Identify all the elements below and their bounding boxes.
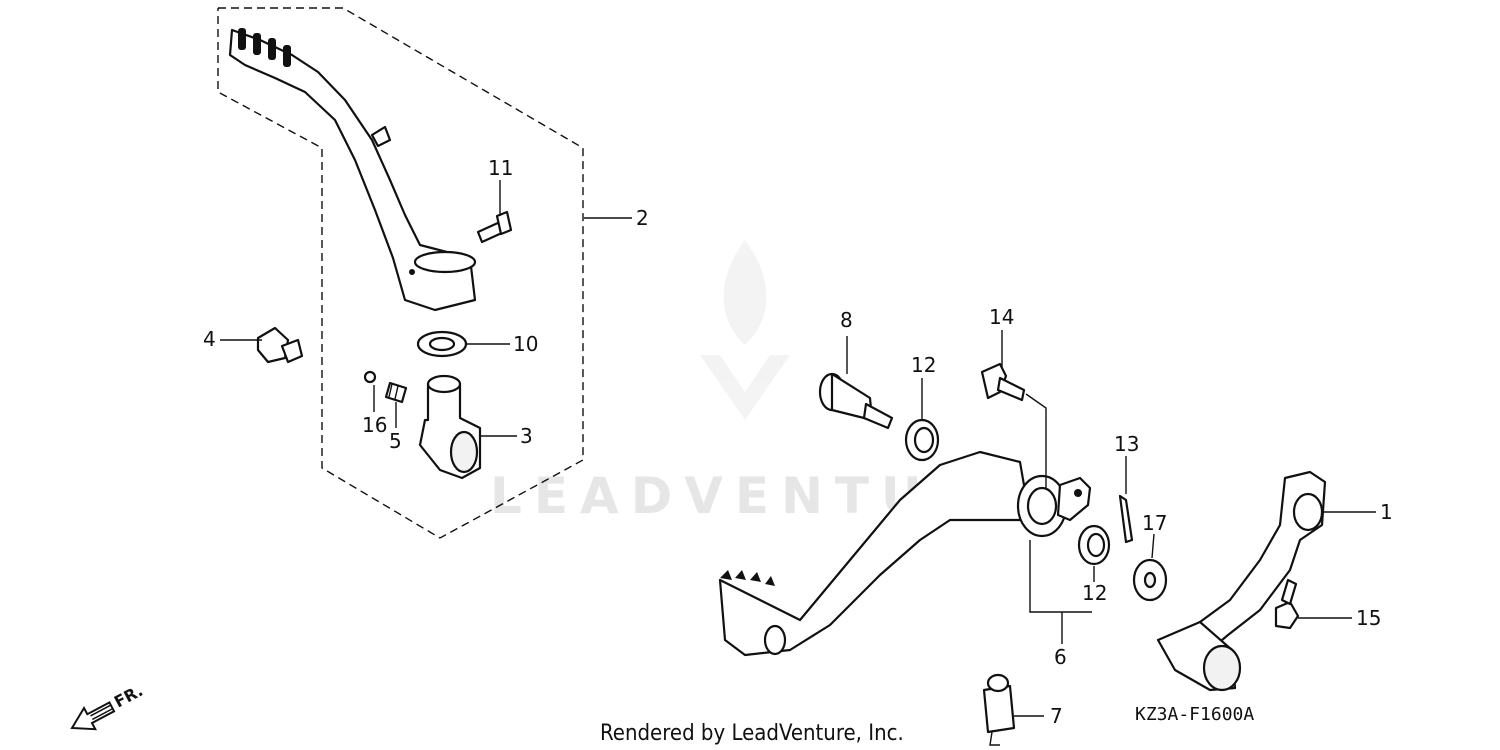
bolt-4[interactable] <box>256 326 304 364</box>
pivot-bolt-8[interactable] <box>818 372 894 430</box>
diagram-code: KZ3A-F1600A <box>1135 704 1254 725</box>
bolt-11[interactable] <box>476 210 513 244</box>
front-label: FR. <box>111 681 146 712</box>
callout-1[interactable]: 1 <box>1380 500 1393 524</box>
spring-5[interactable] <box>384 381 408 404</box>
callout-4[interactable]: 4 <box>203 327 216 351</box>
dust-seal-12-lower[interactable] <box>1077 524 1111 566</box>
joint-pin-14[interactable] <box>980 362 1026 402</box>
callout-17[interactable]: 17 <box>1142 511 1167 535</box>
cotter-pin-13[interactable] <box>1118 494 1134 544</box>
callout-16[interactable]: 16 <box>362 413 387 437</box>
callout-15[interactable]: 15 <box>1356 606 1381 630</box>
washer-17[interactable] <box>1132 558 1168 602</box>
front-arrow-icon <box>70 701 116 731</box>
callout-12b[interactable]: 12 <box>1082 581 1107 605</box>
ball-16[interactable] <box>363 370 377 384</box>
watermark-logo-icon <box>700 240 790 420</box>
leader-lines <box>220 180 1376 717</box>
callout-7[interactable]: 7 <box>1050 704 1063 728</box>
return-spring-7[interactable] <box>982 673 1016 746</box>
dust-seal-12-upper[interactable] <box>904 418 940 462</box>
callout-12a[interactable]: 12 <box>911 353 936 377</box>
bolt-15[interactable] <box>1274 578 1300 630</box>
callout-3[interactable]: 3 <box>520 424 533 448</box>
gearshift-lever-1[interactable] <box>1156 470 1327 692</box>
footer-credit: Rendered by LeadVenture, Inc. <box>600 721 904 746</box>
callouts: 1 2 3 4 5 6 7 8 10 11 12 12 13 14 15 16 … <box>203 156 1393 728</box>
kickstarter-group-outline <box>217 7 584 539</box>
callout-5[interactable]: 5 <box>389 429 402 453</box>
callout-10[interactable]: 10 <box>513 332 538 356</box>
callout-13[interactable]: 13 <box>1114 432 1139 456</box>
callout-14[interactable]: 14 <box>989 305 1014 329</box>
seal-washer-10[interactable] <box>416 330 468 358</box>
callout-8[interactable]: 8 <box>840 308 853 332</box>
brake-pedal-6[interactable] <box>718 450 1092 657</box>
front-direction-marker: FR. <box>70 681 146 731</box>
callout-2[interactable]: 2 <box>636 206 649 230</box>
callout-6[interactable]: 6 <box>1054 645 1067 669</box>
kickstarter-arm[interactable] <box>228 28 477 312</box>
callout-11[interactable]: 11 <box>488 156 513 180</box>
kickstarter-spindle-3[interactable] <box>418 374 482 480</box>
